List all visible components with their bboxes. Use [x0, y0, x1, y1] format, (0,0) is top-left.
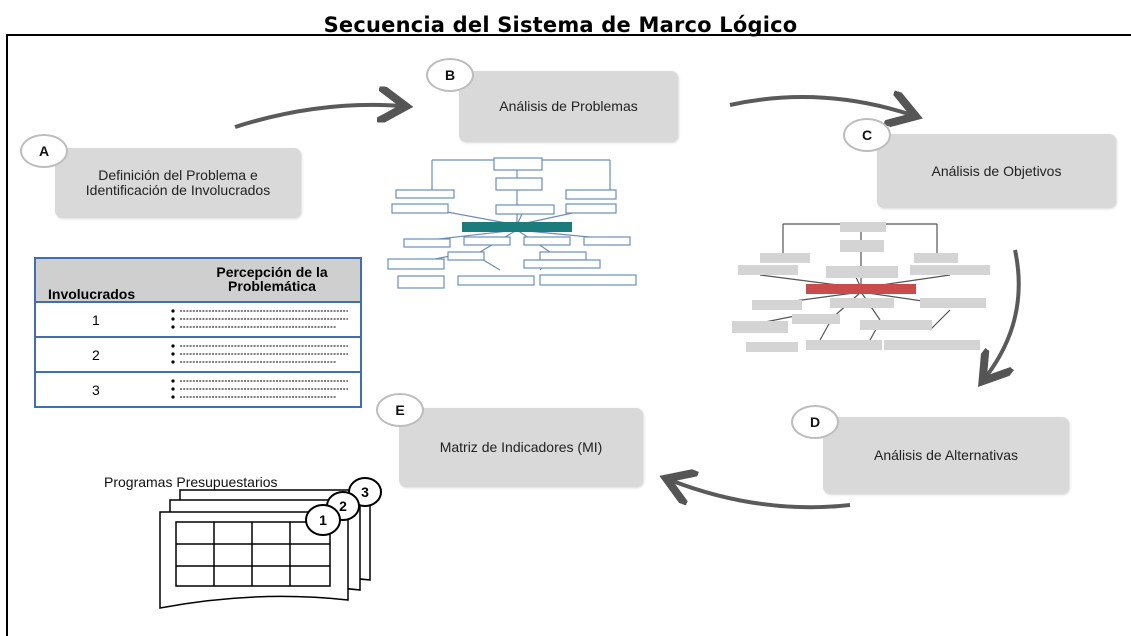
objective-tree-graphic: [732, 222, 990, 352]
table-row: 3: [36, 373, 360, 406]
step-badge-a: A: [20, 134, 68, 168]
step-label-b: Análisis de Problemas: [499, 98, 638, 114]
table-row: 1: [36, 303, 360, 338]
step-box-e: Matriz de Indicadores (MI): [399, 408, 643, 487]
budget-programs-graphic: 3 2 1: [159, 477, 382, 609]
placeholder-lines: [171, 344, 348, 364]
programs-label: Programas Presupuestarios: [104, 474, 278, 490]
arrow-c-to-d: [985, 249, 1021, 378]
diagram-frame: [6, 34, 1131, 636]
step-badge-e: E: [376, 393, 424, 427]
stakeholder-table-header: Involucrados Percepción de la Problemáti…: [36, 259, 360, 303]
problem-tree-graphic: [387, 157, 637, 289]
step-box-d: Análisis de Alternativas: [823, 417, 1069, 494]
sheet-number-2: 2: [339, 498, 347, 514]
placeholder-lines: [171, 309, 348, 329]
step-box-c: Análisis de Objetivos: [877, 134, 1116, 208]
step-label-e: Matriz de Indicadores (MI): [439, 439, 603, 455]
sheet-badge-1: [305, 504, 341, 536]
flow-arrows: [234, 0, 1021, 510]
row-number: 1: [92, 312, 100, 328]
header-percepcion: Percepción de la Problemática: [216, 264, 328, 294]
step-label-c: Análisis de Objetivos: [931, 162, 1062, 179]
table-row: 2: [36, 338, 360, 373]
arrow-d-to-e: [670, 480, 851, 510]
header-involucrados: Involucrados: [48, 286, 136, 302]
step-badge-d: D: [791, 405, 839, 439]
step-badge-b: B: [426, 58, 474, 92]
step-box-a: Definición del Problema e Identificación…: [55, 148, 301, 218]
step-label-a: Definición del Problema e Identificación…: [85, 167, 271, 198]
step-box-b: Análisis de Problemas: [459, 71, 678, 142]
arrow-b-to-c: [729, 97, 912, 115]
sheet-number-3: 3: [361, 484, 369, 500]
placeholder-lines: [171, 379, 348, 399]
sheet-number-1: 1: [319, 512, 327, 528]
step-badge-c: C: [843, 118, 891, 152]
step-label-d: Análisis de Alternativas: [874, 447, 1018, 463]
row-number: 2: [92, 347, 100, 363]
arrow-a-to-b: [234, 105, 402, 129]
row-number: 3: [92, 382, 100, 398]
diagram-title: Secuencia del Sistema de Marco Lógico: [323, 13, 798, 37]
sheet-number-badges: [305, 477, 382, 536]
stakeholder-table: Involucrados Percepción de la Problemáti…: [34, 257, 362, 408]
